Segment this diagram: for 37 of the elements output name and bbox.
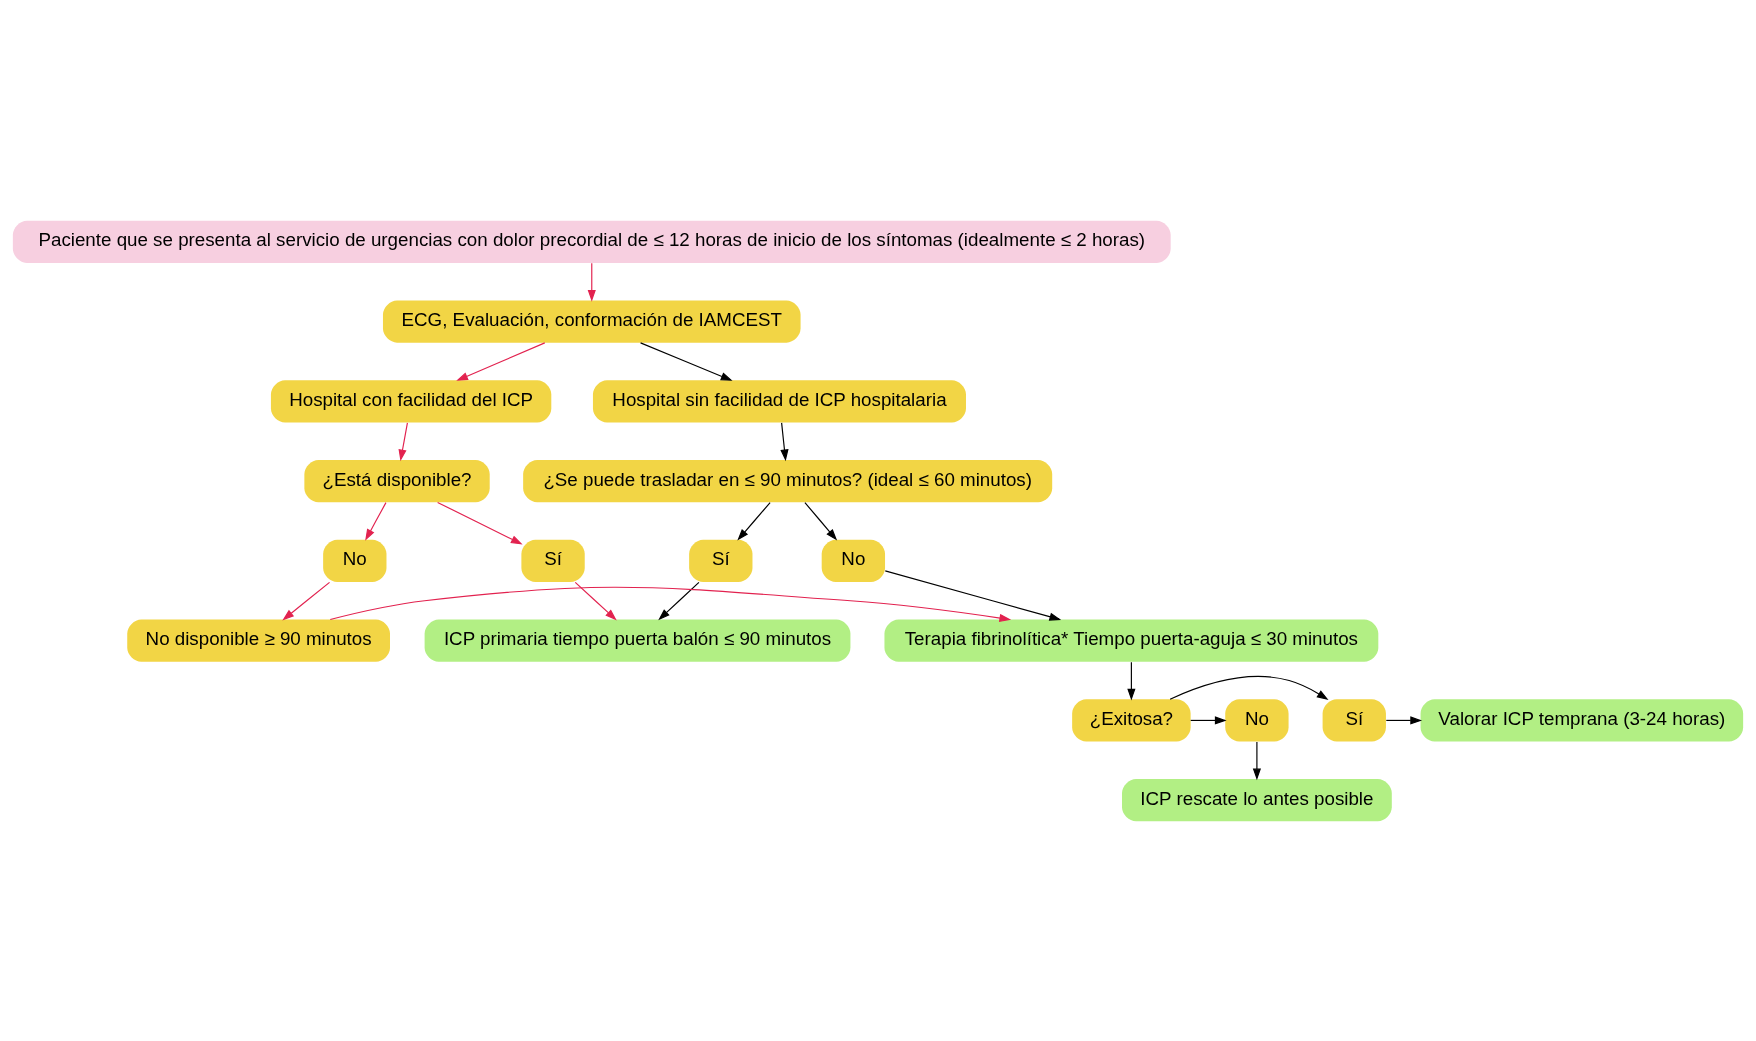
arrow [1127,661,1136,701]
arrow [804,501,838,541]
arrow [437,501,523,545]
arrow [456,341,546,381]
node-box: Terapia fibrinolítica* Tiempo puerta-aguja ≤ 30 minutos [884,619,1379,662]
node-box: ICP rescate lo antes posible [1122,778,1392,821]
arrow [282,581,331,620]
node-box: Hospital sin facilidad de ICP hospitalaria [592,379,966,422]
arrow [365,501,387,541]
node-box: Sí [689,539,753,582]
node-box: Paciente que se presenta al servicio de urgencias con dolor precordial de ≤ 12 horas de inicio de los síntomas (idealmente ≤ 2 horas) [12,220,1171,263]
node-box: Hospital con facilidad del ICP [270,379,552,422]
node-box: No [821,539,886,582]
arrow [884,569,1062,621]
arrow [737,501,771,541]
arrow [587,262,596,302]
arrow [329,586,1012,622]
arrow [1385,715,1423,725]
arrow [1169,675,1329,700]
node-box: ICP primaria tiempo puerta balón ≤ 90 minutos [424,619,851,662]
arrow [780,421,789,461]
node-box: Sí [521,539,585,582]
node-box: ECG, Evaluación, conformación de IAMCEST [382,299,801,343]
arrow [1190,715,1227,725]
node-box: ¿Exitosa? [1072,698,1191,742]
node-box: Valorar ICP temprana (3-24 horas) [1420,698,1744,742]
arrow [574,581,617,620]
node-box: No disponible ≥ 90 minutos [127,619,390,662]
node-box: ¿Está disponible? [304,459,490,502]
arrow [658,581,700,620]
node-box: ¿Se puede trasladar en ≤ 90 minutos? (ideal ≤ 60 minutos) [523,459,1053,502]
arrow [640,341,733,381]
node-box: No [1225,698,1289,742]
node-box: No [323,539,387,582]
arrow [398,421,408,461]
node-box: Sí [1322,698,1386,742]
arrow [1252,740,1261,780]
